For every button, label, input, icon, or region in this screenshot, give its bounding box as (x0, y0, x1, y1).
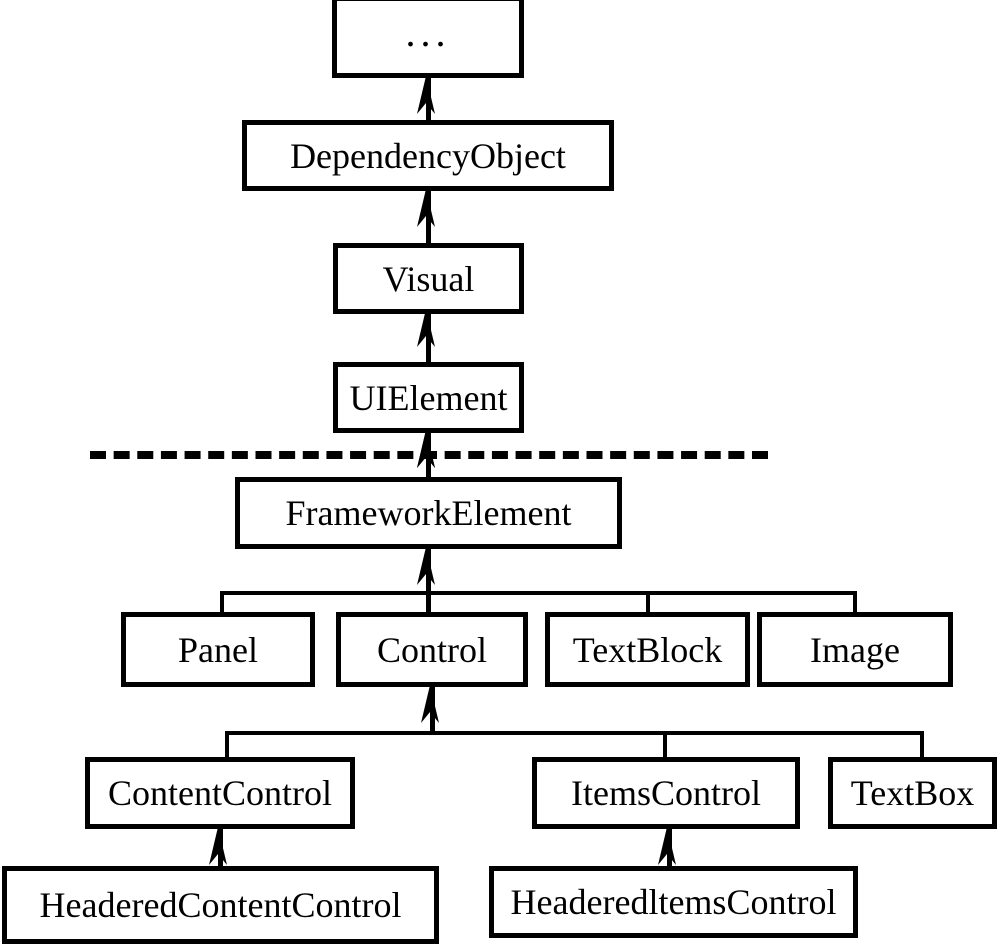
node-panel: Panel (121, 612, 315, 687)
node-frameworkelement-label: FrameworkElement (285, 493, 572, 533)
node-headeredcontentcontrol: HeaderedContentControl (2, 866, 439, 944)
edge-arrowhead-controlchildren-to-control (417, 685, 443, 725)
node-ellipsis-label: ... (405, 10, 451, 55)
node-textblock-label: TextBlock (572, 629, 723, 670)
node-headereditemscontrol-label: HeaderedltemsControl (510, 882, 837, 922)
node-panel-label: Panel (178, 629, 258, 670)
node-image-label: Image (810, 629, 900, 670)
edge-arrowhead-headereditemscontrol-to-itemscontrol (654, 827, 680, 867)
node-textbox-label: TextBox (850, 773, 975, 813)
bracket-stub-image (853, 591, 857, 614)
bracket-bar-control-children (225, 731, 924, 735)
node-control: Control (336, 612, 528, 687)
bracket-stub-contentcontrol (225, 731, 229, 759)
node-contentcontrol: ContentControl (85, 757, 355, 829)
node-dependencyobject-label: DependencyObject (290, 135, 566, 176)
edge-arrowhead-headeredcontentcontrol-to-contentcontrol (205, 827, 231, 867)
node-visual: Visual (333, 243, 524, 314)
node-contentcontrol-label: ContentControl (108, 773, 332, 813)
edge-arrowhead-visual-to-dependencyobject (413, 189, 439, 229)
node-textblock: TextBlock (545, 612, 750, 687)
node-headereditemscontrol: HeaderedltemsControl (489, 866, 858, 938)
node-textbox: TextBox (828, 757, 997, 829)
node-ellipsis: ... (332, 0, 524, 78)
edge-arrowhead-children-to-frameworkelement (413, 547, 439, 587)
node-itemscontrol: ItemsControl (532, 757, 800, 829)
node-uielement: UIElement (333, 362, 524, 433)
edge-arrowhead-frameworkelement-to-uielement-overlay (413, 430, 439, 470)
edge-arrowhead-uielement-to-visual (413, 309, 439, 349)
node-dependencyobject: DependencyObject (242, 120, 614, 191)
node-visual-label: Visual (382, 258, 475, 299)
bracket-stub-textblock (646, 591, 650, 614)
node-headeredcontentcontrol-label: HeaderedContentControl (39, 885, 402, 925)
bracket-stub-textbox (920, 731, 924, 759)
node-control-label: Control (376, 629, 487, 670)
bracket-stub-panel (220, 591, 224, 614)
bracket-bar-frameworkelement-children (220, 591, 857, 595)
node-frameworkelement: FrameworkElement (235, 477, 622, 549)
edge-shaft-children-to-frameworkelement (426, 549, 431, 612)
node-itemscontrol-label: ItemsControl (571, 773, 761, 813)
node-image: Image (757, 612, 953, 687)
bracket-stub-itemscontrol (663, 731, 667, 759)
node-uielement-label: UIElement (349, 377, 508, 418)
edge-arrowhead-dependencyobject-to-ellipsis (413, 76, 439, 116)
